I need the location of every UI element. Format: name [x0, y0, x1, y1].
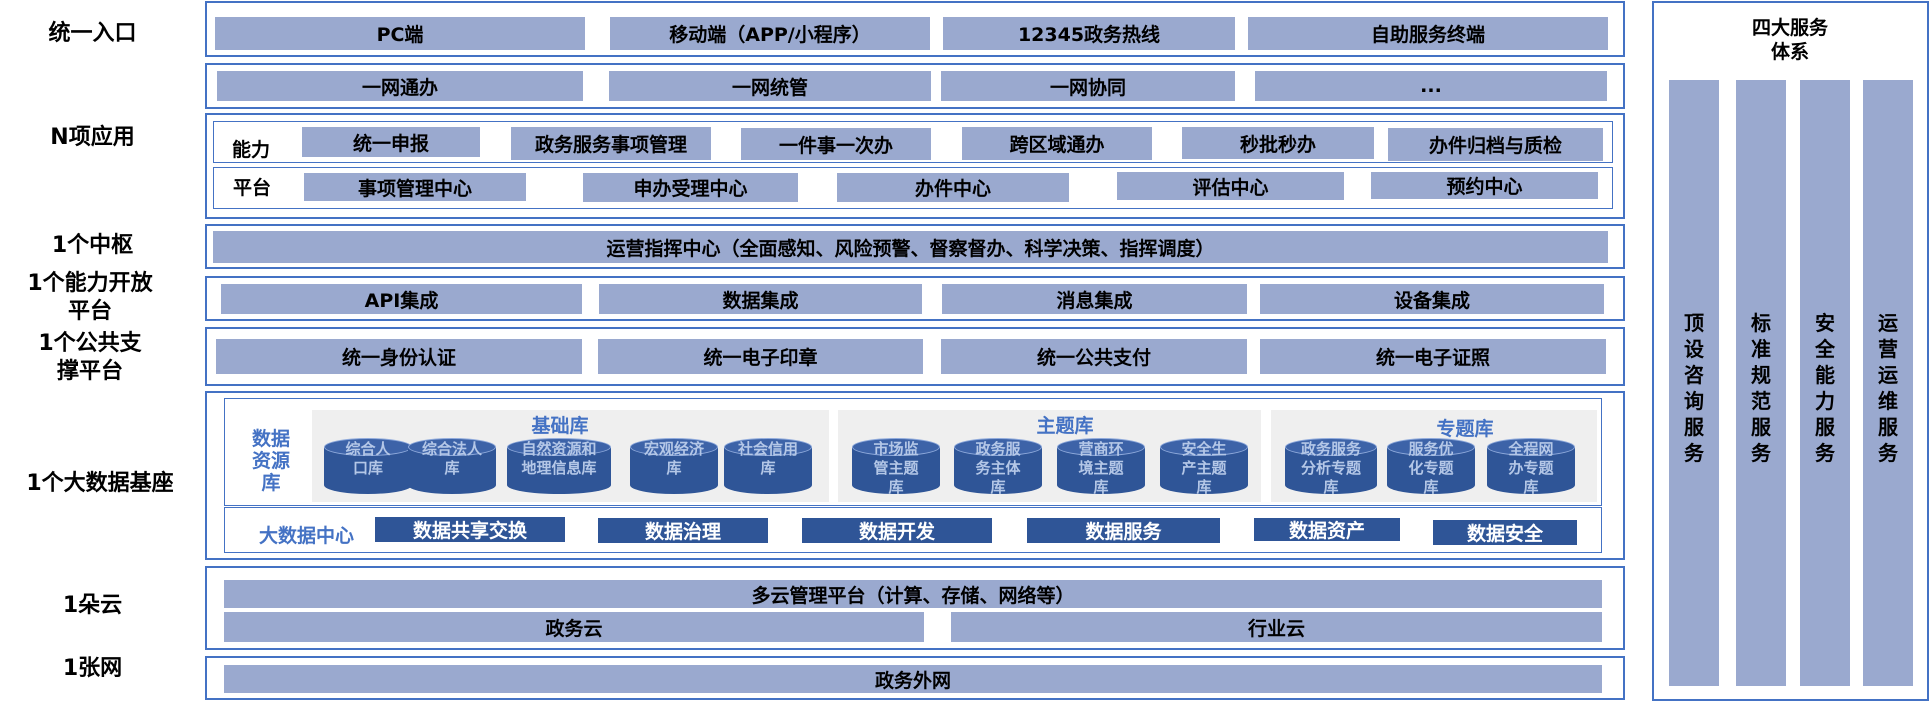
platform-item[interactable]: 办件中心	[837, 173, 1069, 202]
open-platform-item[interactable]: 消息集成	[942, 284, 1247, 314]
service-column[interactable]: 安全能力服务	[1800, 80, 1850, 686]
database-label: 营商环境主题库	[1078, 440, 1124, 496]
platform-item[interactable]: 评估中心	[1117, 172, 1344, 200]
database-label: 综合法人库	[422, 440, 483, 477]
big-data-center-label: 大数据中心	[258, 525, 354, 547]
service-column[interactable]: 运营运维服务	[1863, 80, 1913, 686]
layer-label-network: 1张网	[62, 656, 123, 681]
capability-label: 能力	[232, 139, 271, 161]
group-title: 基础库	[531, 415, 589, 437]
open-platform-item[interactable]: API集成	[221, 284, 582, 314]
service-column-label: 安全能力服务	[1815, 311, 1835, 465]
database-label: 宏观经济库	[644, 440, 705, 477]
database-label: 市场监管主题库	[873, 440, 919, 496]
data-resource-label: 数据资源库	[251, 428, 290, 494]
layer-label-apps: N项应用	[50, 125, 135, 150]
big-data-center-item[interactable]: 数据共享交换	[375, 517, 565, 542]
service-column-label: 顶设咨询服务	[1684, 311, 1704, 465]
one-net-item[interactable]: 一网协同	[941, 71, 1235, 101]
database-icon[interactable]: 政务服务主体库	[954, 438, 1042, 496]
database-icon[interactable]: 宏观经济库	[630, 438, 718, 494]
database-label: 服务优化专题库	[1408, 440, 1454, 496]
entry-item[interactable]: 移动端（APP/小程序）	[610, 17, 930, 50]
entry-item[interactable]: 自助服务终端	[1248, 17, 1608, 50]
layer-label-hub: 1个中枢	[51, 233, 134, 258]
service-column-label: 运营运维服务	[1878, 311, 1898, 465]
database-icon[interactable]: 政务服务分析专题库	[1285, 438, 1377, 496]
big-data-center-item[interactable]: 数据安全	[1433, 520, 1577, 545]
cloud-mgmt[interactable]: 多云管理平台（计算、存储、网络等）	[224, 580, 1602, 608]
capability-item[interactable]: 办件归档与质检	[1388, 128, 1603, 161]
one-net-item[interactable]: 一网统管	[609, 71, 931, 101]
hub-item[interactable]: 运营指挥中心（全面感知、风险预警、督察督办、科学决策、指挥调度）	[213, 231, 1608, 263]
one-net-item[interactable]: 一网通办	[217, 71, 583, 101]
capability-item[interactable]: 一件事一次办	[741, 128, 931, 160]
database-icon[interactable]: 营商环境主题库	[1057, 438, 1145, 496]
database-icon[interactable]: 市场监管主题库	[852, 438, 940, 496]
service-column-label: 标准规范服务	[1751, 311, 1771, 465]
database-label: 安全生产主题库	[1181, 440, 1227, 496]
layer-label-open-platform: 1个能力开放平台	[27, 271, 153, 324]
layer-label-public-support: 1个公共支撑平台	[38, 331, 142, 384]
cloud-item[interactable]: 行业云	[951, 612, 1602, 642]
big-data-center-item[interactable]: 数据开发	[802, 518, 992, 543]
database-icon[interactable]: 综合法人库	[408, 438, 496, 494]
layer-label-cloud: 1朵云	[62, 593, 123, 618]
layer-label-entry: 统一入口	[48, 21, 137, 46]
big-data-center-item[interactable]: 数据资产	[1254, 518, 1400, 542]
database-label: 综合人口库	[345, 440, 391, 477]
open-platform-item[interactable]: 数据集成	[599, 284, 922, 314]
platform-item[interactable]: 预约中心	[1371, 172, 1598, 199]
database-icon[interactable]: 自然资源和地理信息库	[507, 438, 611, 494]
cloud-item[interactable]: 政务云	[224, 612, 924, 642]
database-icon[interactable]: 全程网办专题库	[1487, 438, 1575, 496]
public-support-item[interactable]: 统一身份认证	[216, 339, 582, 374]
network-item[interactable]: 政务外网	[224, 665, 1602, 693]
database-icon[interactable]: 服务优化专题库	[1387, 438, 1475, 496]
public-support-item[interactable]: 统一电子印章	[598, 339, 923, 374]
big-data-center-item[interactable]: 数据服务	[1027, 518, 1220, 543]
database-label: 政务服务分析专题库	[1300, 440, 1361, 496]
database-label: 政务服务主体库	[975, 440, 1021, 496]
database-icon[interactable]: 社会信用库	[724, 438, 812, 494]
capability-item[interactable]: 政务服务事项管理	[511, 127, 711, 160]
platform-item[interactable]: 事项管理中心	[304, 173, 526, 201]
capability-item[interactable]: 跨区域通办	[962, 127, 1152, 160]
database-label: 社会信用库	[738, 440, 799, 477]
service-column[interactable]: 标准规范服务	[1736, 80, 1786, 686]
open-platform-item[interactable]: 设备集成	[1260, 284, 1604, 314]
one-net-item[interactable]: ...	[1255, 71, 1607, 101]
database-icon[interactable]: 安全生产主题库	[1160, 438, 1248, 496]
database-label: 自然资源和地理信息库	[521, 440, 597, 477]
platform-item[interactable]: 申办受理中心	[583, 173, 798, 202]
service-system-title: 四大服务体系	[1751, 17, 1828, 63]
database-icon[interactable]: 综合人口库	[324, 438, 412, 494]
group-title: 专题库	[1436, 418, 1494, 440]
database-label: 全程网办专题库	[1508, 440, 1554, 496]
layer-label-big-data: 1个大数据基座	[26, 471, 174, 496]
big-data-center-item[interactable]: 数据治理	[598, 518, 768, 543]
public-support-item[interactable]: 统一电子证照	[1260, 339, 1606, 374]
capability-item[interactable]: 秒批秒办	[1182, 127, 1374, 159]
group-title: 主题库	[1036, 415, 1094, 437]
entry-item[interactable]: PC端	[215, 17, 585, 50]
service-column[interactable]: 顶设咨询服务	[1669, 80, 1719, 686]
entry-item[interactable]: 12345政务热线	[943, 17, 1235, 50]
public-support-item[interactable]: 统一公共支付	[941, 339, 1247, 374]
platform-label: 平台	[233, 177, 272, 199]
capability-item[interactable]: 统一申报	[302, 127, 480, 157]
